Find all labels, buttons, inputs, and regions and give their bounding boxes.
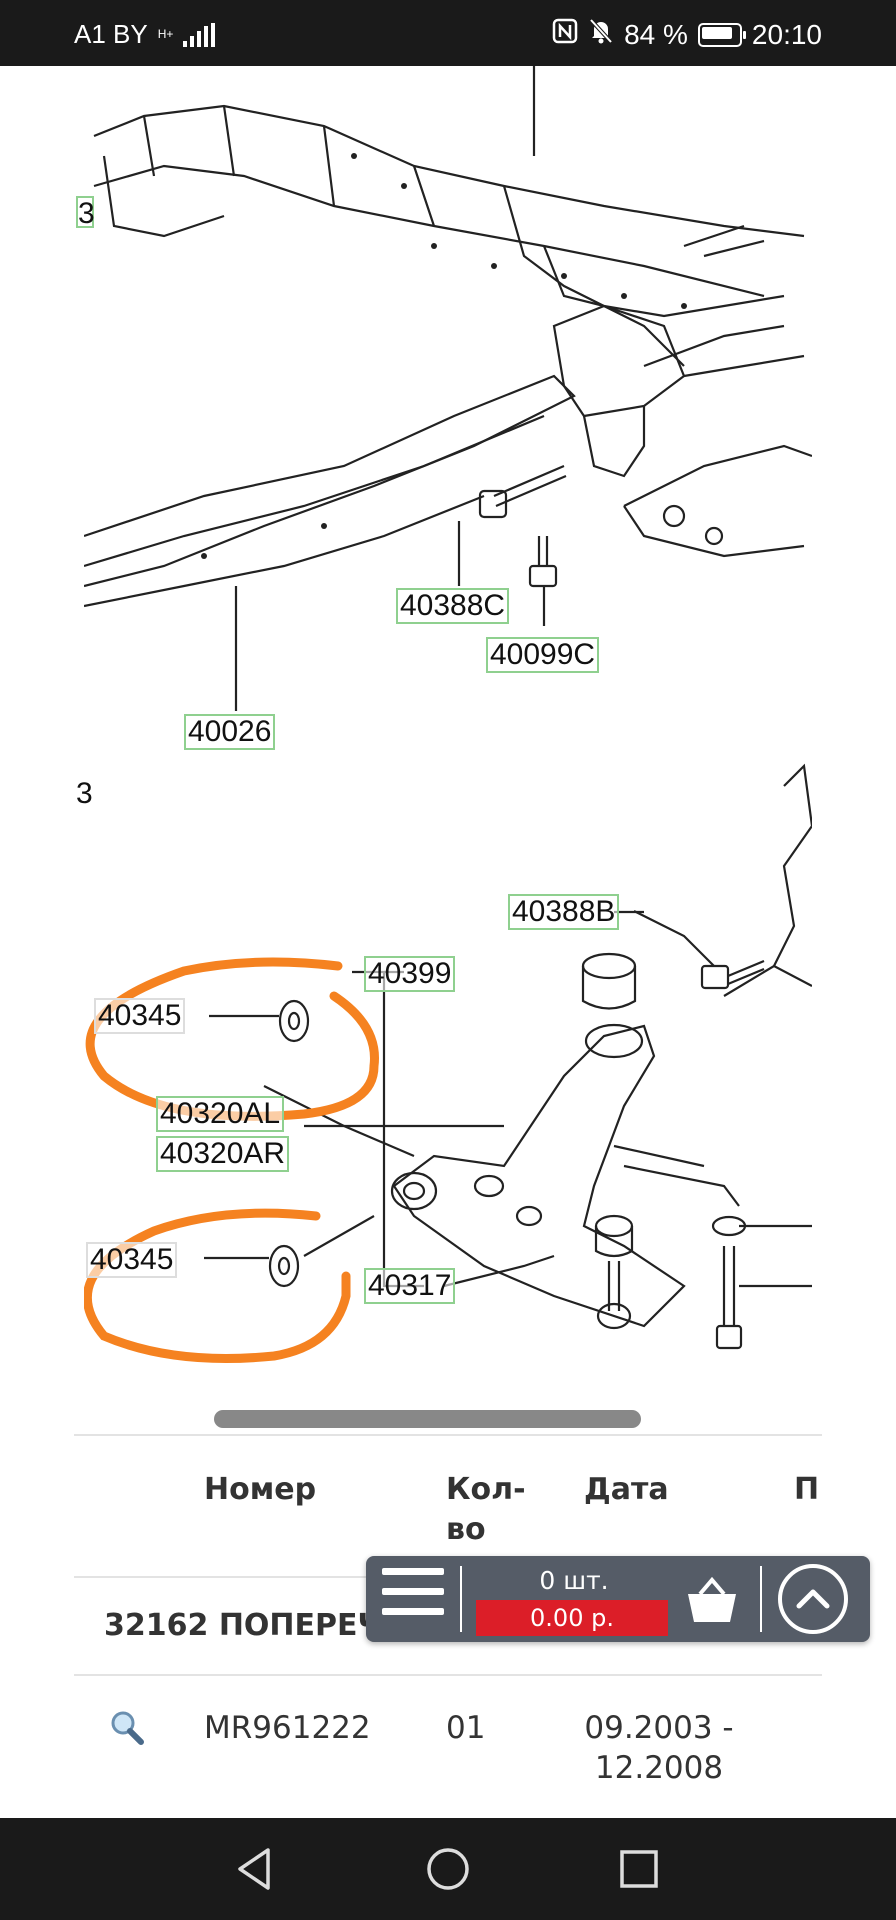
group-divider <box>74 1674 822 1676</box>
callout-40345-upper[interactable]: 40345 <box>94 998 186 1034</box>
column-header-number[interactable]: Номер <box>204 1472 317 1507</box>
back-icon[interactable] <box>230 1844 280 1894</box>
diagram-drawing <box>84 66 812 1363</box>
navigation-bar <box>0 1818 896 1920</box>
nfc-icon <box>552 18 578 51</box>
home-icon[interactable] <box>423 1844 473 1894</box>
parts-diagram: 3 40388C 40099C 40026 3 40388B 40399 403… <box>76 66 812 1386</box>
basket-icon[interactable] <box>684 1574 740 1626</box>
part-number[interactable]: MR961222 <box>204 1710 371 1746</box>
horizontal-scrollbar[interactable] <box>214 1410 641 1428</box>
edge-fragment-upper: 3 <box>76 196 95 230</box>
column-header-truncated[interactable]: П <box>794 1472 820 1507</box>
callout-40320AR[interactable]: 40320AR <box>156 1136 290 1172</box>
battery-percent: 84 % <box>624 18 688 50</box>
callout-40388B[interactable]: 40388B <box>508 894 620 930</box>
callout-40388C[interactable]: 40388C <box>396 588 510 624</box>
battery-icon <box>697 22 746 47</box>
part-qty: 01 <box>446 1710 486 1746</box>
carrier-label: A1 BY <box>74 19 148 49</box>
network-type-label: H+ <box>157 27 174 41</box>
edge-fragment-lower: 3 <box>76 777 93 810</box>
callout-40026[interactable]: 40026 <box>184 714 276 750</box>
column-header-date[interactable]: Дата <box>584 1472 669 1507</box>
callout-40345-lower[interactable]: 40345 <box>86 1242 178 1278</box>
cart-separator-2 <box>760 1566 762 1632</box>
cart-widget: 0 шт. 0.00 р. <box>366 1556 870 1642</box>
part-date: 09.2003 - 12.2008 <box>584 1710 734 1786</box>
callout-40399[interactable]: 40399 <box>364 956 456 992</box>
scroll-to-top-icon[interactable] <box>778 1564 848 1634</box>
menu-icon[interactable] <box>382 1568 444 1630</box>
table-top-divider <box>74 1434 822 1436</box>
mute-bell-icon <box>588 17 614 52</box>
cart-sum[interactable]: 0.00 р. <box>476 1600 668 1636</box>
cart-separator <box>460 1566 462 1632</box>
status-left: A1 BY H+ <box>74 19 216 50</box>
cart-count[interactable]: 0 шт. <box>539 1566 609 1595</box>
signal-icon <box>183 22 216 47</box>
status-right: 84 % 20:10 <box>552 17 822 52</box>
magnifier-icon[interactable] <box>106 1708 146 1753</box>
clock: 20:10 <box>751 18 822 50</box>
column-header-qty[interactable]: Кол- во <box>446 1472 526 1547</box>
callout-40317[interactable]: 40317 <box>364 1268 456 1304</box>
recents-icon[interactable] <box>614 1844 664 1894</box>
group-row-label: 32162 ПОПЕРЕЧ <box>104 1608 382 1643</box>
status-bar: A1 BY H+ 84 % 20:10 <box>0 0 896 66</box>
callout-40320AL[interactable]: 40320AL <box>156 1096 285 1132</box>
callout-40099C[interactable]: 40099C <box>486 637 600 673</box>
